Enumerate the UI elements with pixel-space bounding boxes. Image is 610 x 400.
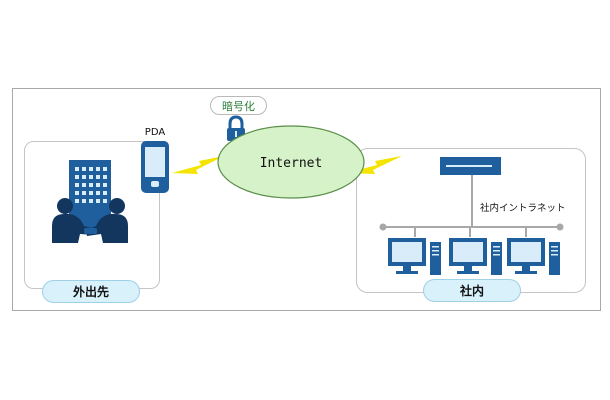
intranet-label: 社内イントラネット — [480, 202, 566, 214]
pda-label: PDA — [145, 127, 166, 138]
offsite-label: 外出先 — [73, 284, 109, 299]
offsite-pill — [42, 280, 140, 303]
encryption-badge — [210, 96, 267, 115]
handshake-icon — [52, 198, 128, 243]
pda-device-icon — [141, 141, 169, 193]
internet-cloud — [217, 125, 365, 199]
encryption-label: 暗号化 — [222, 99, 255, 113]
desktop-computer-icon — [388, 238, 441, 275]
router-icon — [440, 157, 501, 175]
desktop-computer-icon — [507, 238, 560, 275]
left-connection-bolt — [172, 156, 224, 174]
desktop-computer-icon — [449, 238, 502, 275]
office-pill — [423, 279, 521, 302]
office-label: 社内 — [459, 283, 484, 298]
internet-label: Internet — [260, 156, 323, 171]
